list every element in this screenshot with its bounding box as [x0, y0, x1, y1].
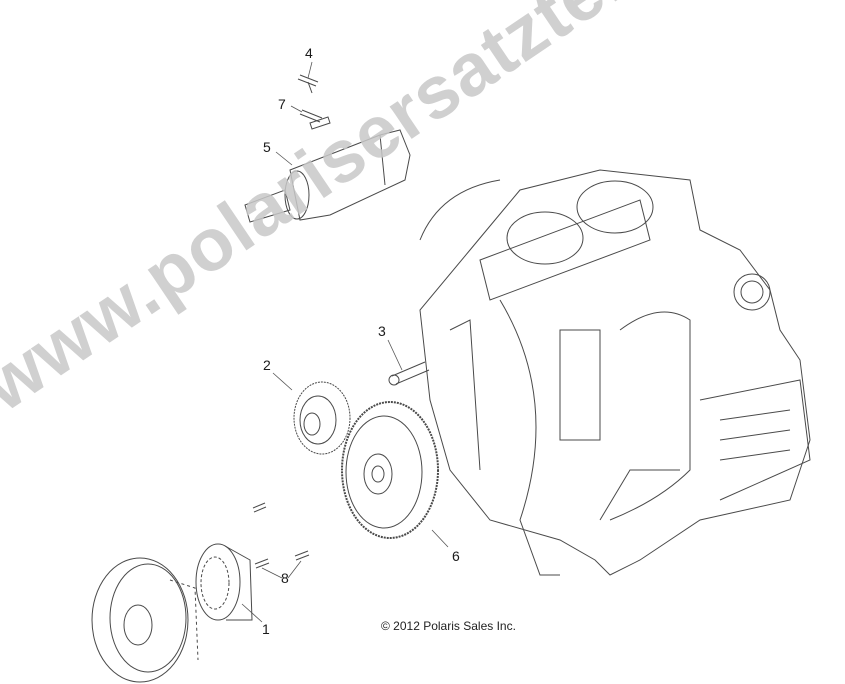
callout-4: 4: [305, 45, 313, 61]
engine-block: [419, 169, 811, 576]
callout-8: 8: [281, 570, 289, 586]
copyright-text: © 2012 Polaris Sales Inc.: [381, 619, 516, 633]
starter-motor: [244, 116, 411, 223]
callout-6: 6: [452, 548, 460, 564]
driven-gear: [341, 401, 439, 539]
bolt-7: [299, 109, 323, 123]
bolt-4: [297, 74, 319, 94]
flywheel-rotor: [91, 557, 199, 683]
callout-3: 3: [378, 323, 386, 339]
starter-clutch: [195, 543, 253, 621]
screws-8: [252, 502, 310, 569]
idler-gear: [293, 381, 351, 455]
callout-5: 5: [263, 139, 271, 155]
leader-lines: [241, 61, 449, 623]
idler-shaft: [388, 361, 430, 386]
callout-1: 1: [262, 621, 270, 637]
callout-7: 7: [278, 96, 286, 112]
callout-2: 2: [263, 357, 271, 373]
